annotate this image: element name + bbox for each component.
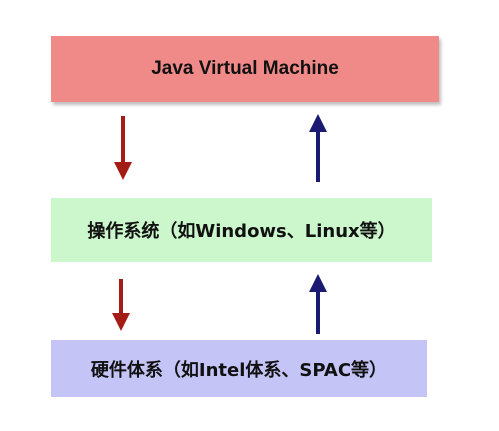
up-arrow-os-to-jvm: [309, 114, 327, 182]
down-arrow-os-to-hardware: [112, 279, 130, 331]
jvm-layer: Java Virtual Machine: [51, 36, 439, 102]
os-layer: 操作系统（如Windows、Linux等）: [51, 198, 432, 262]
os-layer-label: 操作系统（如Windows、Linux等）: [87, 221, 396, 242]
hardware-layer: 硬件体系（如Intel体系、SPAC等）: [51, 340, 427, 397]
jvm-layer-label: Java Virtual Machine: [151, 58, 339, 79]
up-arrow-hardware-to-os: [309, 274, 327, 334]
hardware-layer-label: 硬件体系（如Intel体系、SPAC等）: [90, 359, 388, 381]
down-arrow-jvm-to-os: [114, 116, 132, 180]
